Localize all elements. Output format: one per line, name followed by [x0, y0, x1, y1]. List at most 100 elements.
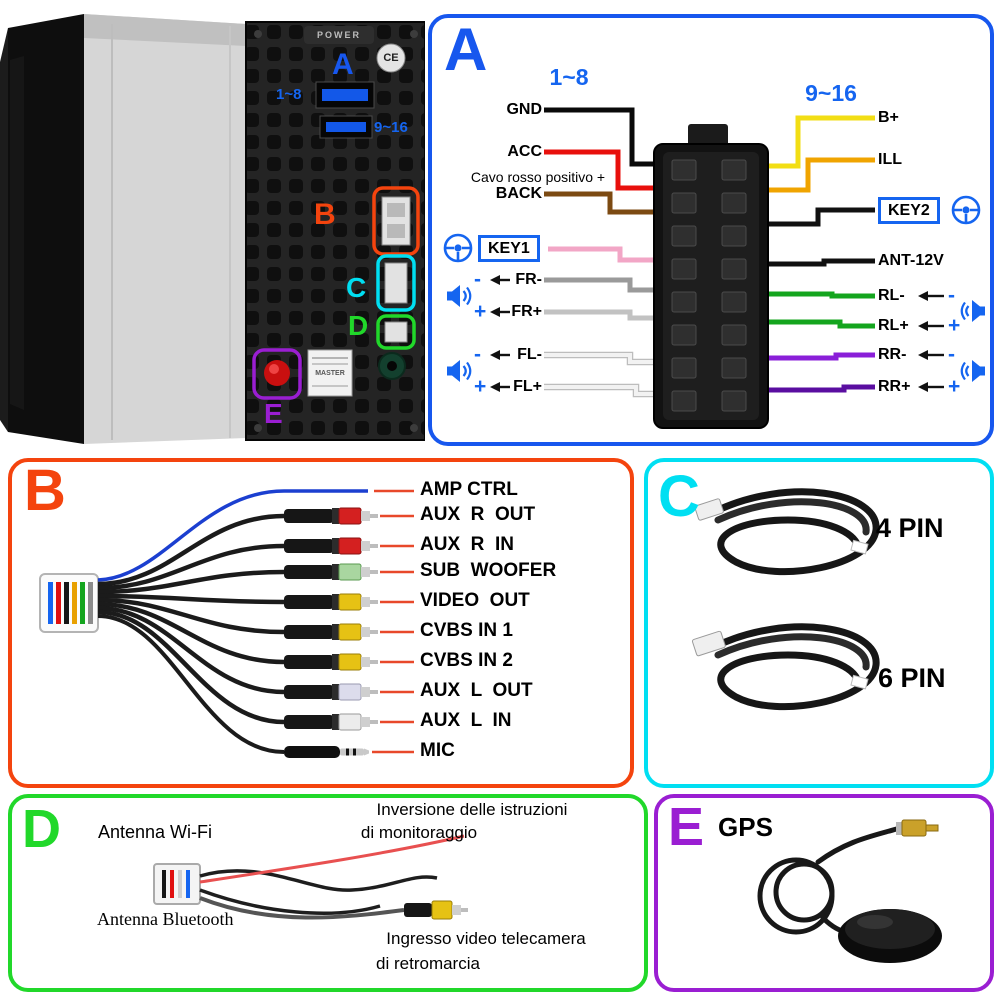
- gps-antenna-puck-icon: [838, 909, 942, 963]
- pin-label-ill: ILL: [878, 151, 902, 168]
- wire-key1: [548, 246, 660, 263]
- label-gps: GPS: [718, 812, 773, 842]
- photo-marker-b: B: [314, 198, 336, 231]
- rca-plug-red-icon: [284, 507, 378, 525]
- rl-minus-sign: -: [948, 284, 955, 307]
- pin-label-fr-plus: FR+: [511, 303, 542, 320]
- acc-note: Cavo rosso positivo +: [470, 169, 606, 185]
- fr-minus-sign: -: [474, 268, 481, 291]
- pin-label-rl-plus: RL+: [878, 317, 909, 334]
- arrow-left-icons: [490, 275, 510, 392]
- pin-label-fl-minus: FL-: [517, 346, 542, 363]
- pin-label-gnd: GND: [506, 101, 542, 118]
- label-antenna-bluetooth: Antenna Bluetooth: [97, 909, 234, 929]
- panel-a-wiring-diagram: A 1~8 9~16 GND ACC Cavo rosso positivo +…: [428, 14, 994, 446]
- harness-connector-icon: [39, 573, 99, 633]
- rca-plug-yellow-icon: [284, 623, 378, 641]
- master-sticker: [307, 349, 353, 397]
- wire-fl-minus: [544, 353, 660, 364]
- 6pin-cable-icon: [691, 623, 880, 711]
- photo-marker-c: C: [346, 272, 367, 303]
- steering-wheel-icon: [443, 233, 473, 263]
- photo-pins-1-8-label: 1~8: [276, 86, 302, 103]
- arrow-right-icons: [918, 291, 944, 392]
- wire-sub-woofer: [97, 569, 285, 595]
- wire-rl-minus: [762, 291, 875, 299]
- pin-label-key2: KEY2: [878, 197, 940, 225]
- photo-marker-a: A: [332, 48, 354, 81]
- rca-plug-green-icon: [284, 563, 378, 581]
- label-aux-l-out: AUX L OUT: [420, 680, 533, 701]
- panel-b-harness-art: [39, 489, 414, 758]
- connector-c-marker: [376, 254, 416, 312]
- panel-a-letter: A: [444, 16, 488, 83]
- master-label: MASTER: [315, 370, 345, 377]
- photo-pins-9-16-label: 9~16: [374, 119, 408, 136]
- pin-label-rr-minus: RR-: [878, 346, 907, 363]
- rca-plug-white-icon: [284, 683, 378, 701]
- bluetooth-antenna-wire: [199, 888, 381, 915]
- wire-ant-12v: [762, 258, 875, 267]
- leader-lines: [372, 489, 414, 754]
- speaker-icon: [447, 285, 472, 307]
- label-camera-line1: Ingresso video telecamera: [386, 929, 586, 948]
- rca-plug-yellow-icon: [404, 900, 468, 920]
- ce-badge-icon: [376, 43, 406, 73]
- connector-d-marker: [376, 314, 416, 350]
- rr-minus-sign: -: [948, 343, 955, 366]
- pin-label-rr-plus: RR+: [878, 378, 911, 395]
- panel-e-gps-art: [757, 819, 942, 963]
- wire-gnd: [544, 107, 660, 167]
- wire-acc: [544, 149, 660, 191]
- usb-connector-1-8-icon: [315, 81, 375, 109]
- pin-label-key1: KEY1: [478, 235, 540, 263]
- pin-label-fr-minus: FR-: [515, 271, 542, 288]
- head-unit-illustration: [0, 14, 425, 444]
- reset-button-marker: [252, 348, 302, 400]
- wire-rr-minus: [762, 352, 875, 361]
- label-cvbs-in-2: CVBS IN 2: [420, 650, 513, 671]
- panel-e-gps: E GPS: [654, 794, 994, 992]
- label-mic: MIC: [420, 740, 455, 761]
- wire-aux-r-in: [97, 543, 285, 591]
- wire-video-out: [97, 593, 285, 605]
- mic-jack-icon: [284, 746, 369, 758]
- wire-ill: [762, 157, 875, 193]
- label-video-out: VIDEO OUT: [420, 590, 530, 611]
- fl-plus-sign: +: [474, 375, 487, 398]
- panel-c-cables-art: [691, 488, 880, 711]
- panel-e-letter: E: [668, 797, 705, 857]
- wire-amp-ctrl: [97, 489, 368, 582]
- camera-video-wire: [199, 896, 405, 920]
- speaker-icon: [960, 360, 985, 382]
- wire-fr-plus: [544, 309, 660, 321]
- usb-connector-9-16-icon: [319, 115, 373, 139]
- label-6-pin: 6 PIN: [878, 663, 946, 693]
- reverse-signal-wire: [199, 834, 465, 884]
- connector-b-marker: [372, 186, 420, 256]
- pin-label-acc: ACC: [507, 143, 542, 160]
- wire-back: [544, 191, 660, 215]
- pin-label-rl-minus: RL-: [878, 287, 905, 304]
- photo-marker-e: E: [264, 398, 283, 429]
- label-aux-l-in: AUX L IN: [420, 710, 512, 731]
- group-label-9-16: 9~16: [805, 80, 857, 106]
- antenna-connector-icon: [153, 863, 201, 905]
- ce-mark: CE: [383, 52, 399, 64]
- label-reverse-line1: Inversione delle istruzioni: [376, 800, 568, 819]
- wifi-antenna-wire: [199, 869, 438, 892]
- rr-plus-sign: +: [948, 375, 961, 398]
- speaker-icon: [447, 360, 472, 382]
- power-label: POWER: [316, 30, 361, 40]
- wire-b-plus: [762, 115, 875, 169]
- label-reverse-line2: di monitoraggio: [360, 823, 478, 842]
- label-4-pin: 4 PIN: [876, 513, 944, 543]
- head-unit-photo: POWER CE A 1~8 9~16 B C D E MASTER: [0, 0, 425, 452]
- label-antenna-wifi: Antenna Wi-Fi: [98, 822, 213, 842]
- rca-plug-red-icon: [284, 537, 378, 555]
- chassis-body: [0, 14, 425, 444]
- panel-d-antenna-art: [153, 834, 468, 920]
- panel-d-letter: D: [22, 799, 61, 859]
- label-aux-r-out: AUX R OUT: [420, 504, 536, 525]
- fr-plus-sign: +: [474, 300, 487, 323]
